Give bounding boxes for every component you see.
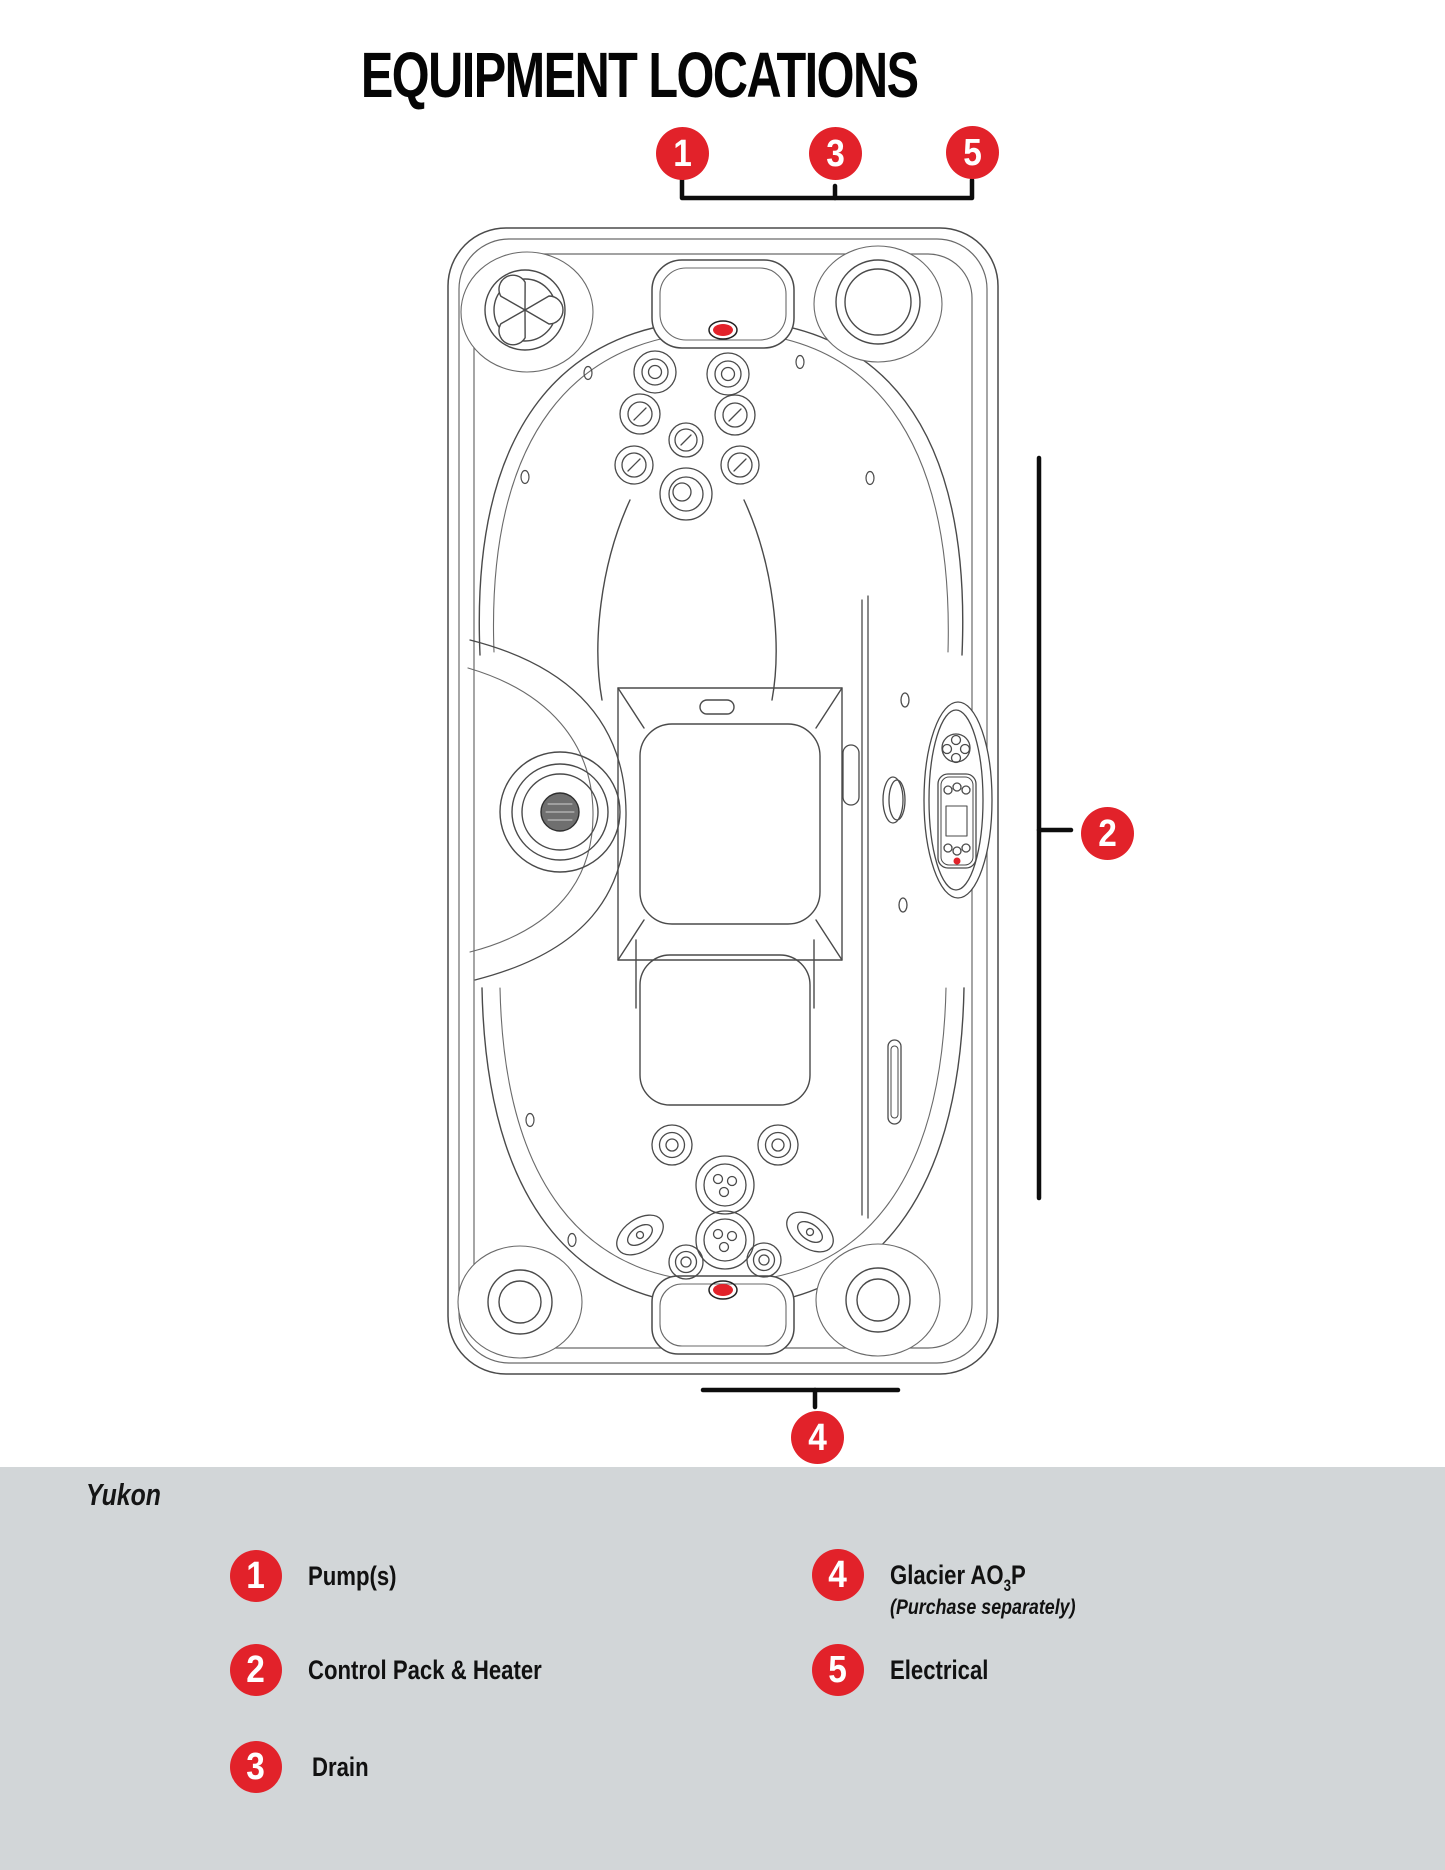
brand-logo-icon	[708, 1280, 738, 1300]
corner-fittings	[457, 245, 943, 1359]
legend-item-3-label: Drain	[312, 1752, 369, 1782]
legend-item-4-subscript: 3	[1003, 1576, 1012, 1595]
speaker-icon	[499, 751, 621, 873]
tub-shell	[447, 227, 999, 1375]
callout-4-badge: 4	[791, 1411, 844, 1464]
legend-item-4-label: Glacier AO3P	[890, 1560, 1026, 1595]
pillow-top	[651, 259, 795, 349]
legend-item-4-note: (Purchase separately)	[890, 1596, 1076, 1619]
lower-seat-recess	[639, 954, 811, 1106]
callout-3-badge: 3	[809, 127, 862, 180]
callout-2-badge: 2	[1081, 807, 1134, 860]
legend-item-5-label: Electrical	[890, 1655, 989, 1685]
callout-1-badge: 1	[656, 127, 709, 180]
diverter-valve-icon	[484, 269, 566, 351]
footwell	[617, 687, 843, 961]
legend-item-2-number: 2	[230, 1644, 282, 1696]
callout-5-badge: 5	[946, 126, 999, 179]
brand-logo-icon	[708, 320, 738, 340]
legend-panel	[0, 1467, 1445, 1870]
control-panel-icon	[923, 701, 993, 899]
model-name: Yukon	[86, 1477, 161, 1512]
pillow-bottom	[651, 1275, 795, 1355]
upper-seat-outline	[478, 319, 964, 701]
page-title: EQUIPMENT LOCATIONS	[360, 39, 919, 111]
jets-top-cluster	[614, 350, 760, 521]
legend-item-4-number: 4	[812, 1549, 864, 1601]
legend-item-1-label: Pump(s)	[308, 1561, 397, 1591]
legend-item-5-number: 5	[812, 1644, 864, 1696]
lounge-curves	[467, 639, 627, 981]
equipment-bay-lines	[842, 595, 910, 1219]
legend-item-1-number: 1	[230, 1550, 282, 1602]
deck-fittings	[520, 354, 875, 1248]
callout-lines	[679, 177, 1074, 1410]
legend-item-2-label: Control Pack & Heater	[308, 1655, 542, 1685]
jets-bottom-cluster	[616, 1124, 834, 1280]
legend-item-3-number: 3	[230, 1741, 282, 1793]
